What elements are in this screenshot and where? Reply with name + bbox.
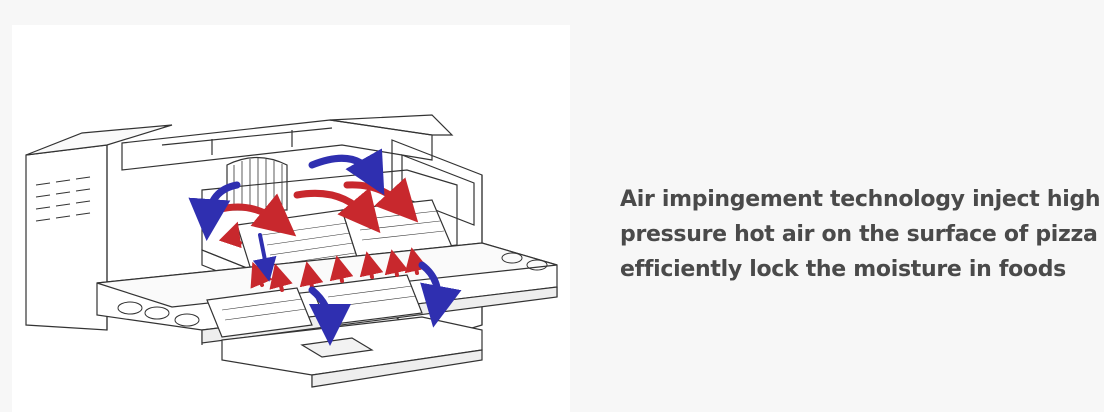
oven-line-art xyxy=(25,114,558,388)
return-air-arrows xyxy=(188,148,462,346)
caption-text: Air impingement technology inject high p… xyxy=(620,182,1101,287)
oven-airflow-diagram xyxy=(12,25,570,412)
caption-line-3: efficiently lock the moisture in foods xyxy=(620,257,1066,282)
caption-line-1: Air impingement technology inject high xyxy=(620,187,1101,212)
oven-drawing xyxy=(25,114,558,388)
caption-line-2: pressure hot air on the surface of pizza xyxy=(620,222,1098,247)
